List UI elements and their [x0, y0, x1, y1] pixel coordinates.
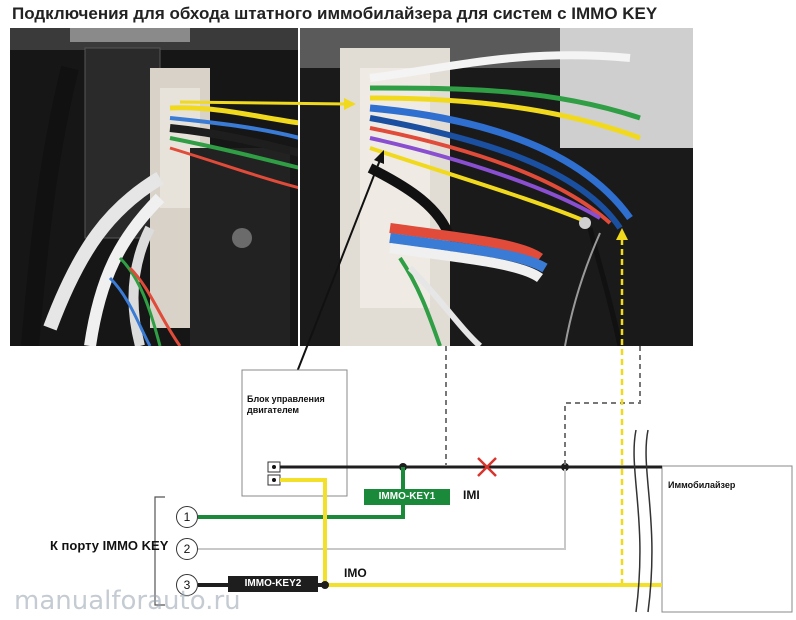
diagram-title: Подключения для обхода штатного иммобила… — [12, 4, 658, 23]
port-label: К порту IMMO KEY — [50, 538, 169, 553]
wire-grey — [198, 469, 566, 550]
immobilizer-block — [661, 465, 793, 613]
dash-grey-2 — [564, 346, 641, 465]
photo-ecu-connector — [10, 28, 298, 346]
arrow-yellow-photo — [179, 100, 349, 106]
pin-2: 2 — [176, 538, 198, 560]
ecu-block — [241, 369, 348, 497]
break-mark-2 — [645, 429, 653, 613]
ecu-label: Блок управления двигателем — [247, 394, 325, 415]
wire-yellow — [280, 478, 662, 587]
imi-label: IMI — [463, 488, 480, 502]
wire-green — [198, 467, 405, 519]
pin-1: 1 — [176, 506, 198, 528]
immobilizer-label: Иммобилайзер — [668, 480, 736, 490]
break-mark-1 — [633, 429, 641, 613]
arrow-ecu-head — [374, 150, 384, 164]
pin-3: 3 — [176, 574, 198, 596]
watermark: manualforauto.ru — [14, 586, 241, 616]
arrow-ecu-to-photo — [296, 159, 381, 373]
immo-key2-tag: IMMO-KEY2 — [228, 576, 318, 592]
arrow-yellow-head — [344, 98, 356, 110]
imo-label: IMO — [344, 566, 367, 580]
port-bracket — [154, 496, 165, 606]
immo-key1-tag: IMMO-KEY1 — [364, 489, 450, 505]
photo-connector-closeup — [300, 28, 693, 346]
